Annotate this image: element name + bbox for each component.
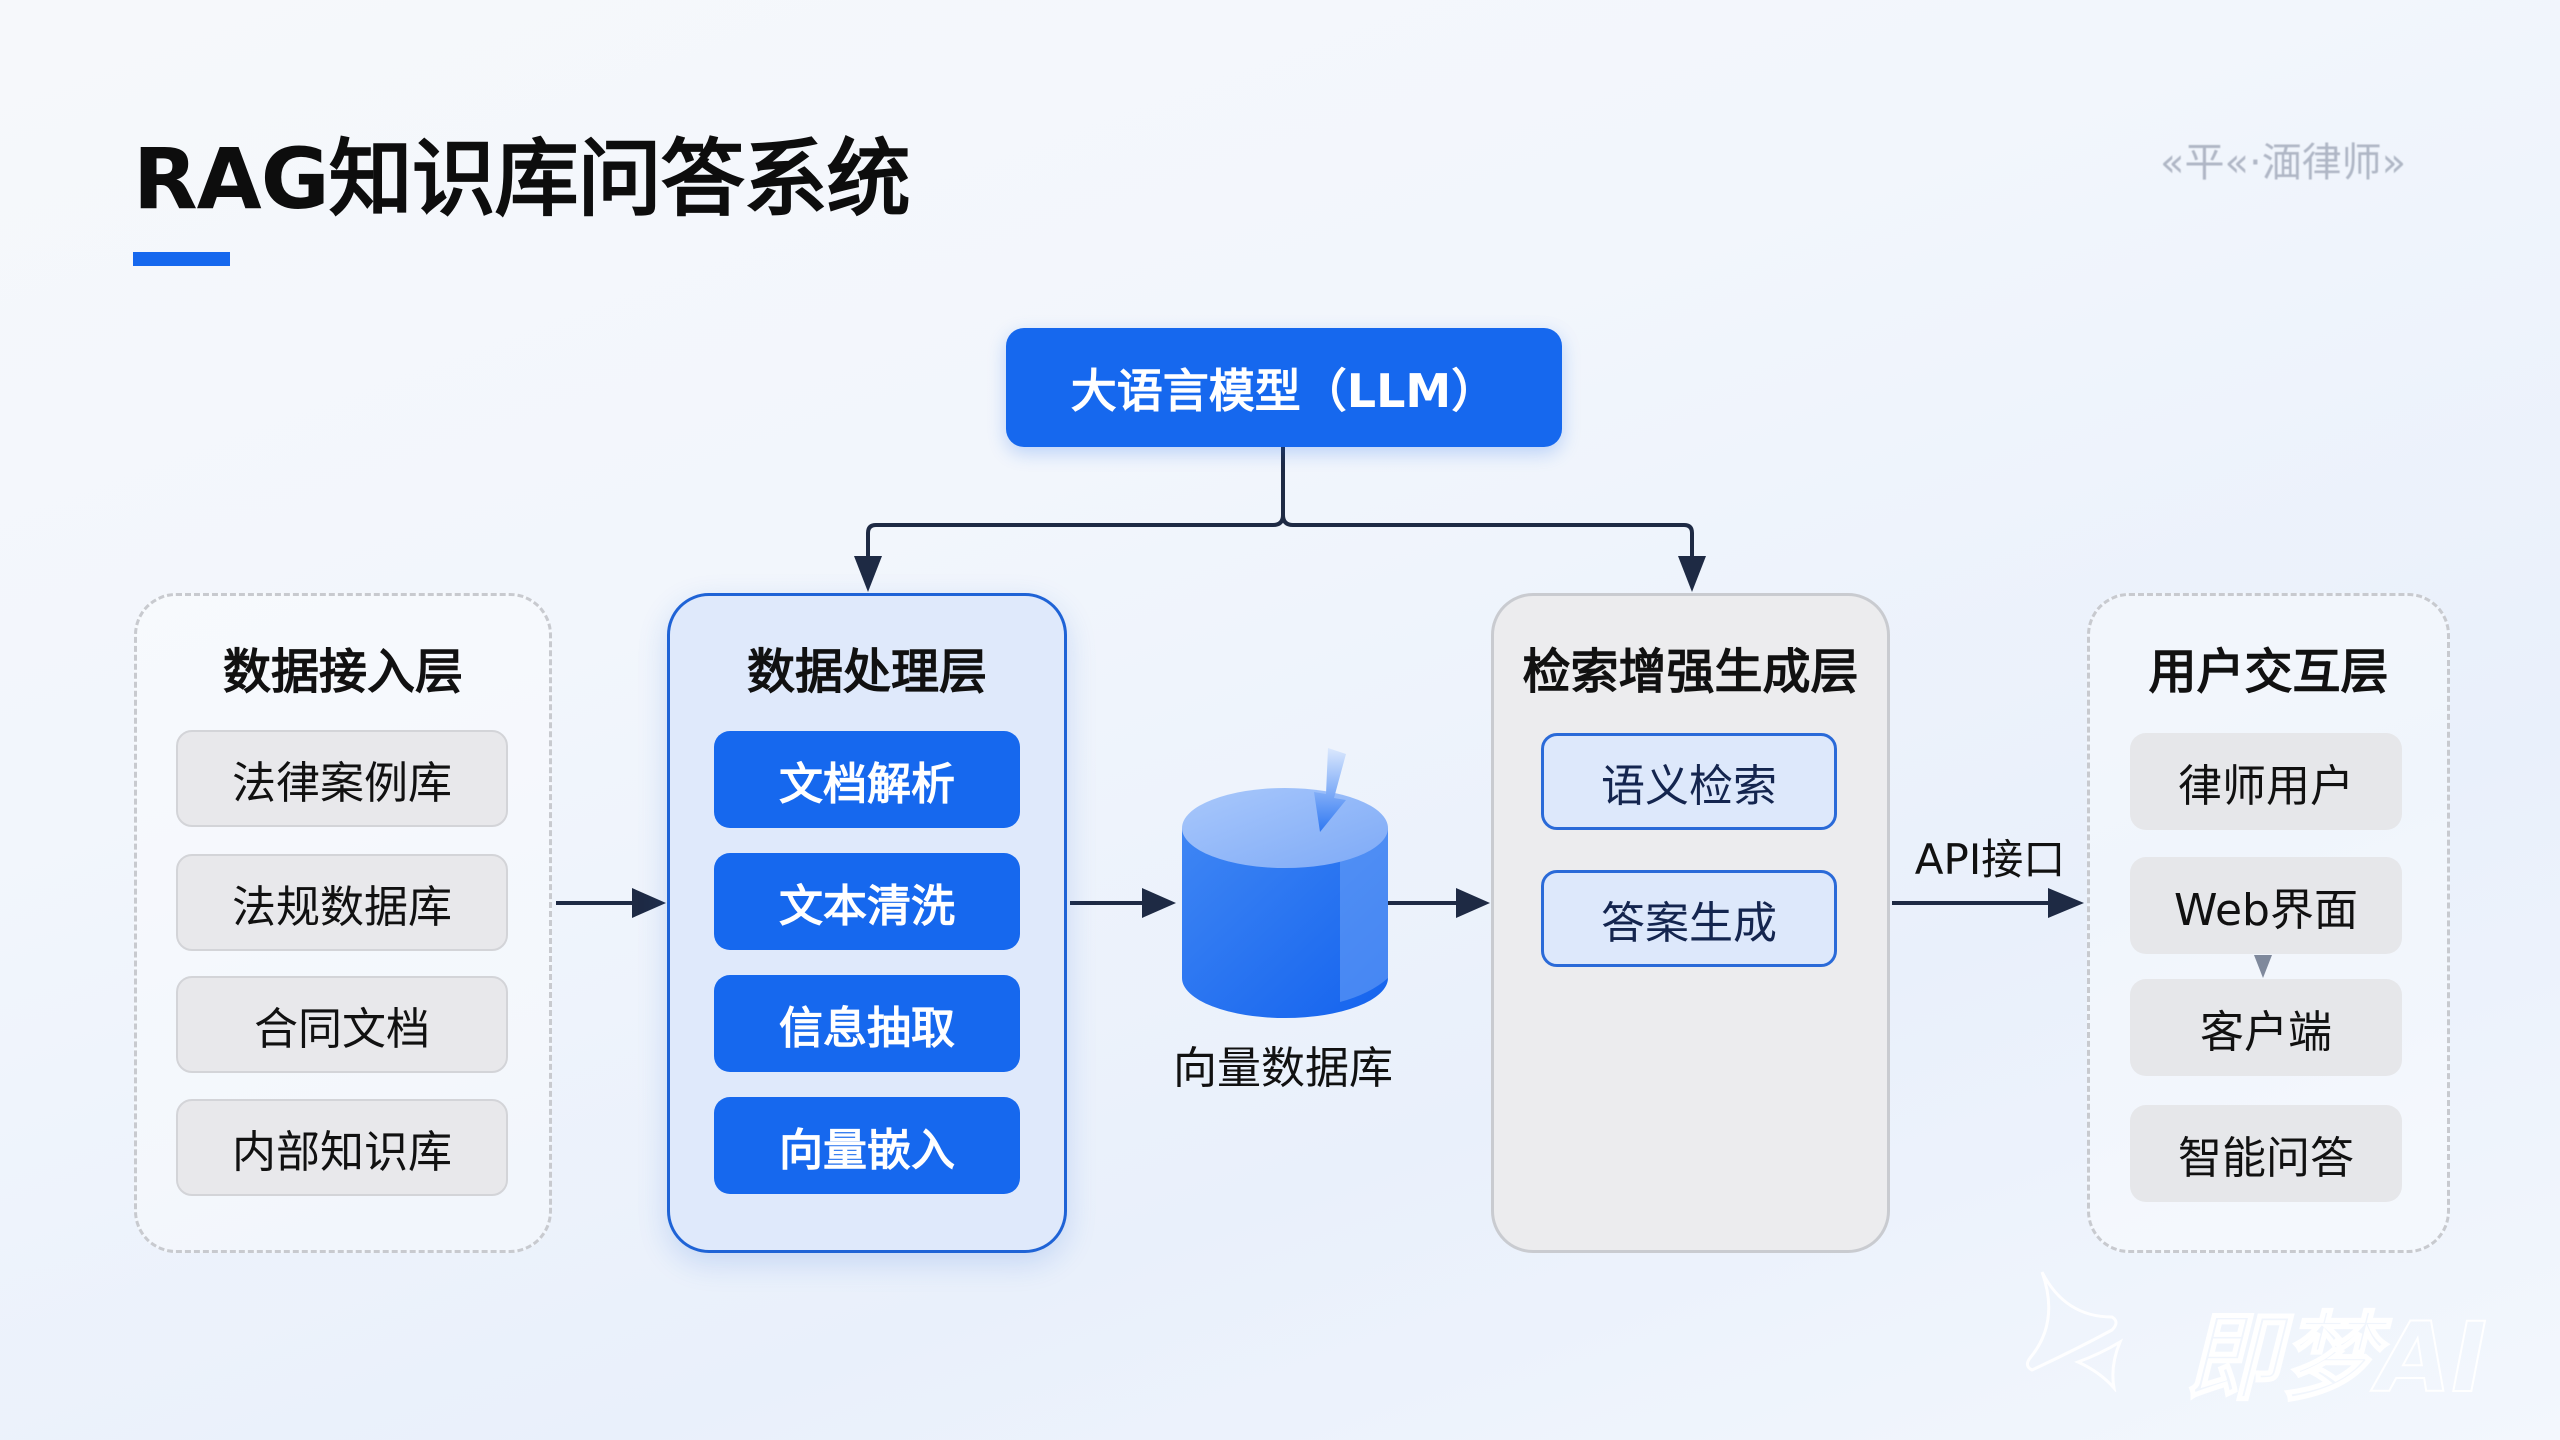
ingest-item[interactable]: 内部知识库: [176, 1099, 508, 1196]
layer-ingest-title: 数据接入层: [222, 644, 463, 700]
arrowhead-ingest-to-processing: [632, 888, 666, 918]
ingest-item-label: 内部知识库: [232, 1126, 452, 1178]
jimeng-logo-icon: [2025, 1271, 2124, 1392]
arrowhead-rag-to-user: [2048, 888, 2084, 918]
processing-item[interactable]: 向量嵌入: [714, 1097, 1020, 1194]
processing-item-label: 文本清洗: [779, 880, 955, 932]
api-label: API接口: [1914, 835, 2066, 884]
user-item-label: Web界面: [2174, 884, 2358, 936]
arrowhead-to-processing: [854, 556, 882, 592]
processing-item[interactable]: 文本清洗: [714, 853, 1020, 950]
processing-item[interactable]: 信息抽取: [714, 975, 1020, 1072]
processing-item-label: 信息抽取: [779, 1002, 955, 1054]
llm-connector-to-processing: [866, 523, 1273, 560]
ingest-item-label: 法律案例库: [232, 757, 452, 809]
llm-label: 大语言模型（LLM）: [1070, 363, 1498, 418]
ingest-item[interactable]: 法律案例库: [176, 730, 508, 827]
processing-item-label: 向量嵌入: [779, 1124, 955, 1176]
watermark-top: «平«·湎律师»: [2160, 140, 2407, 186]
arrowhead-db-to-rag: [1456, 888, 1490, 918]
processing-item[interactable]: 文档解析: [714, 731, 1020, 828]
ingest-item[interactable]: 合同文档: [176, 976, 508, 1073]
user-item-label: 律师用户: [2178, 760, 2354, 812]
insert-arrow-icon: [1314, 748, 1346, 832]
page-title: RAG知识库问答系统: [133, 130, 911, 228]
vector-db-label: 向量数据库: [1173, 1043, 1393, 1094]
llm-node[interactable]: 大语言模型（LLM）: [1006, 328, 1562, 447]
llm-connector-to-rag: [1281, 514, 1694, 560]
layer-user-title: 用户交互层: [2148, 644, 2389, 700]
llm-connector-trunk: [1272, 447, 1285, 527]
rag-item[interactable]: 答案生成: [1541, 870, 1837, 967]
arrowhead-to-rag: [1678, 556, 1706, 592]
processing-item-label: 文档解析: [779, 758, 955, 810]
ingest-item-label: 法规数据库: [232, 881, 452, 933]
watermark-bottom: 即梦AI: [2020, 1262, 2540, 1415]
title-underline: [133, 252, 230, 266]
ingest-item-label: 合同文档: [254, 1003, 430, 1055]
user-item[interactable]: 智能问答: [2130, 1105, 2402, 1202]
ingest-item[interactable]: 法规数据库: [176, 854, 508, 951]
rag-item-label: 答案生成: [1601, 897, 1777, 949]
user-item[interactable]: Web界面: [2130, 857, 2402, 954]
user-item-label: 智能问答: [2178, 1132, 2354, 1184]
user-item-label: 客户端: [2200, 1006, 2332, 1058]
user-item[interactable]: 客户端: [2130, 979, 2402, 1076]
layer-processing-title: 数据处理层: [746, 644, 987, 700]
user-item[interactable]: 律师用户: [2130, 733, 2402, 830]
rag-item[interactable]: 语义检索: [1541, 733, 1837, 830]
watermark-bottom-text: 即梦AI: [2184, 1301, 2488, 1415]
database-cylinder-icon[interactable]: [1170, 740, 1400, 1030]
layer-rag-title: 检索增强生成层: [1522, 644, 1859, 700]
rag-item-label: 语义检索: [1601, 760, 1777, 812]
